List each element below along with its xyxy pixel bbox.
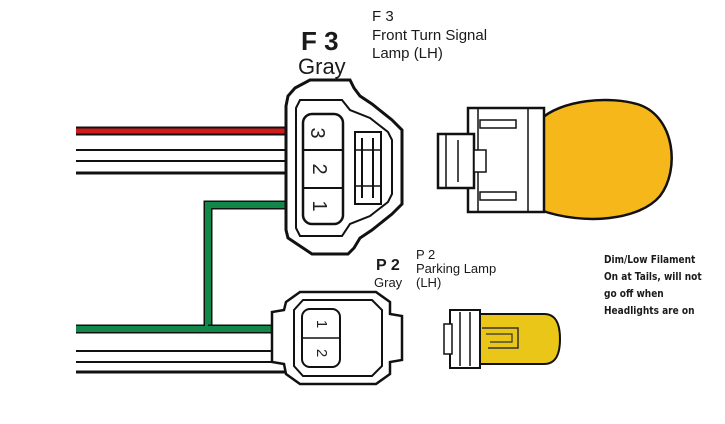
green-wire (76, 200, 290, 334)
f3-connector-code: F 3 (301, 26, 339, 56)
p2-name-line1: Parking Lamp (416, 261, 497, 276)
f3-connector: 3 2 1 (284, 78, 404, 256)
p2-connector-code: P 2 (376, 257, 400, 274)
p2-ref-label: P 2 (416, 247, 436, 262)
p2-connector-color: Gray (374, 275, 403, 290)
note-line-2: On at Tails, will not (604, 270, 702, 283)
p2-pin-1: 1 (313, 320, 330, 328)
f3-name-line1: Front Turn Signal (372, 27, 488, 44)
f3-connector-color: Gray (298, 54, 346, 79)
f3-pin-1: 1 (308, 200, 330, 211)
p2-pin-2: 2 (313, 349, 330, 357)
p2-name-line2: (LH) (416, 275, 442, 290)
note-line-3: go off when (604, 287, 664, 300)
note-line-1: Dim/Low Filament (604, 253, 696, 266)
f3-wire-harness (76, 126, 290, 175)
turn-signal-bulb (436, 98, 673, 221)
f3-ref-label: F 3 (372, 8, 394, 25)
parking-lamp-bulb (443, 309, 562, 369)
note-line-4: Headlights are on (604, 304, 695, 317)
f3-pin-2: 2 (308, 163, 330, 174)
p2-connector: 1 2 (270, 290, 404, 386)
f3-pin-3: 3 (306, 127, 328, 138)
filament-note: Dim/Low Filament On at Tails, will not g… (604, 251, 702, 319)
f3-name-line2: Lamp (LH) (372, 45, 443, 62)
p2-wire-harness (76, 350, 285, 374)
